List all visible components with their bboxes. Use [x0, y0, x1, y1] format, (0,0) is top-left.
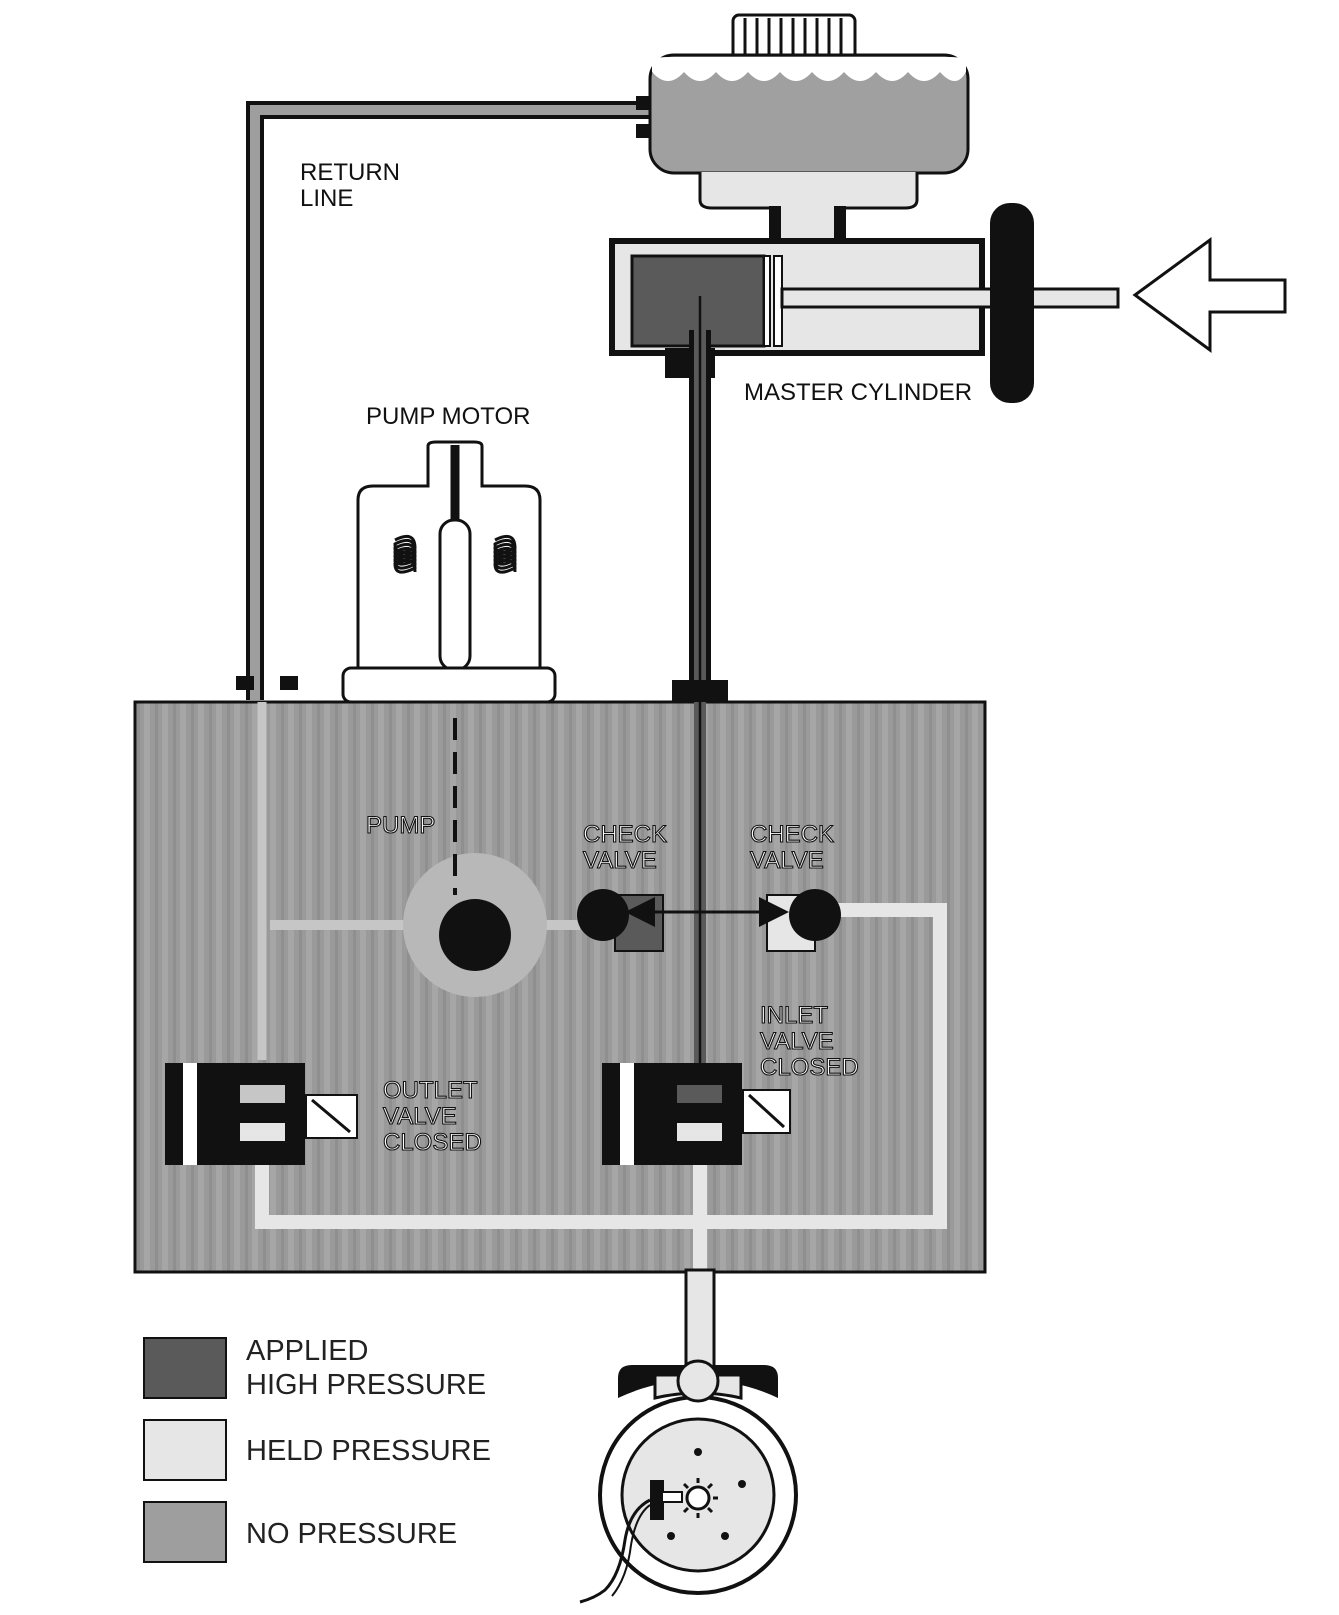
return-line — [236, 96, 650, 700]
label-check-valve-right: CHECK VALVE — [749, 820, 834, 874]
wheel-hub-icon — [685, 1485, 711, 1511]
legend-item-no-pressure: NO PRESSURE — [143, 1501, 457, 1563]
reservoir — [648, 13, 970, 246]
svg-text:NO PRESSURE: NO PRESSURE — [246, 1518, 457, 1550]
svg-text:VALVE: VALVE — [583, 847, 657, 874]
svg-text:CHECK: CHECK — [750, 821, 834, 848]
svg-text:HIGH PRESSURE: HIGH PRESSURE — [246, 1369, 486, 1401]
svg-text:CHECK: CHECK — [583, 821, 667, 848]
brake-pedal-force-arrow-icon — [1132, 237, 1287, 353]
svg-text:CLOSED: CLOSED — [760, 1054, 859, 1081]
master-cylinder — [609, 203, 1287, 403]
svg-text:INLET: INLET — [760, 1002, 828, 1029]
svg-text:VALVE: VALVE — [750, 847, 824, 874]
legend-item-held-pressure: HELD PRESSURE — [143, 1419, 491, 1481]
label-master-cylinder: MASTER CYLINDER — [744, 379, 972, 406]
svg-text:LINE: LINE — [300, 185, 353, 212]
label-check-valve-left: CHECK VALVE — [582, 820, 667, 874]
svg-text:OUTLET: OUTLET — [383, 1077, 478, 1104]
svg-text:VALVE: VALVE — [383, 1103, 457, 1130]
wheel-brake-assembly — [579, 1359, 798, 1604]
svg-text:RETURN: RETURN — [300, 159, 400, 186]
legend: APPLIED HIGH PRESSURE HELD PRESSURE NO P… — [143, 1335, 491, 1563]
pump-motor — [341, 440, 557, 704]
label-outlet-valve: OUTLET VALVE CLOSED — [382, 1076, 482, 1156]
svg-text:VALVE: VALVE — [760, 1028, 834, 1055]
pump-rotor — [439, 899, 511, 971]
wheel-speed-sensor — [579, 1480, 683, 1604]
inlet-valve — [602, 1063, 791, 1165]
label-pump-motor: PUMP MOTOR — [366, 403, 530, 430]
label-return-line: RETURN LINE — [300, 159, 400, 212]
svg-text:HELD PRESSURE: HELD PRESSURE — [246, 1435, 491, 1467]
svg-text:CLOSED: CLOSED — [383, 1129, 482, 1156]
svg-text:APPLIED: APPLIED — [246, 1335, 369, 1367]
label-pump: PUMP — [366, 812, 435, 839]
label-inlet-valve: INLET VALVE CLOSED — [759, 1001, 859, 1081]
check-valve-right — [766, 889, 841, 952]
hydraulic-modulator-block — [133, 700, 987, 1280]
outlet-valve — [165, 1063, 358, 1165]
legend-item-applied-high-pressure: APPLIED HIGH PRESSURE — [143, 1335, 486, 1401]
